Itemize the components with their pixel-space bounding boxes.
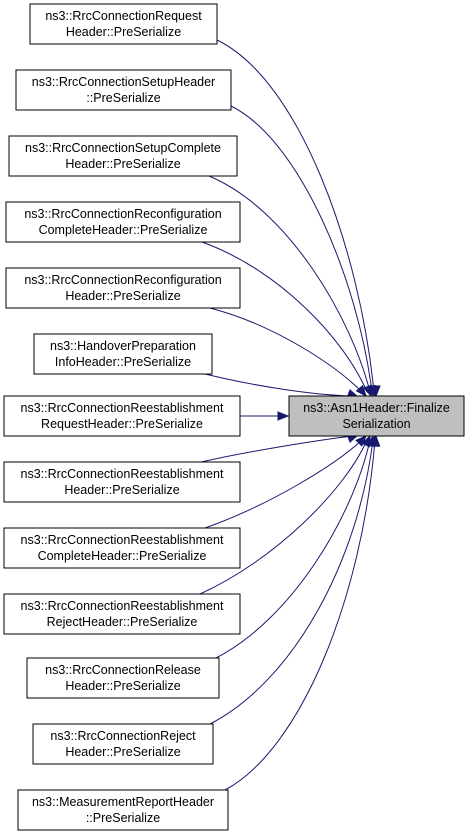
node-box: [32, 723, 214, 765]
call-edge-9: [199, 439, 368, 595]
call-edge-4: [209, 307, 363, 393]
node-measurementreportheader-preserialize[interactable]: ns3::MeasurementReportHeader ::PreSerial…: [17, 789, 229, 831]
arrowhead-4: [355, 384, 367, 398]
node-rrcconnectionreject-header-preserialize[interactable]: ns3::RrcConnectionReject Header::PreSeri…: [32, 723, 214, 765]
node-label-line-2: Header::PreSerialize: [66, 25, 181, 39]
node-label-line-1: ns3::RrcConnectionReestablishment: [21, 599, 224, 613]
node-box: [26, 657, 220, 699]
node-label-line-2: Header::PreSerialize: [65, 289, 180, 303]
node-label-line-2: CompleteHeader::PreSerialize: [38, 549, 207, 563]
call-edge-2: [208, 175, 371, 393]
node-box: [5, 267, 241, 309]
node-box: [3, 527, 241, 569]
node-label-line-1: ns3::RrcConnectionReestablishment: [21, 401, 224, 415]
node-label-line-1: ns3::MeasurementReportHeader: [32, 795, 214, 809]
arrowhead-6: [277, 411, 290, 421]
node-rrcconnectionrelease-header-preserialize[interactable]: ns3::RrcConnectionRelease Header::PreSer…: [26, 657, 220, 699]
call-edges: [199, 39, 381, 791]
call-edge-7: [200, 435, 353, 463]
node-label-line-1: ns3::Asn1Header::Finalize: [303, 401, 450, 415]
node-label-line-2: InfoHeader::PreSerialize: [55, 355, 191, 369]
node-label-line-1: ns3::RrcConnectionRelease: [45, 663, 201, 677]
node-rrcconnectionsetupcomplete-header-preserialize[interactable]: ns3::RrcConnectionSetupComplete Header::…: [8, 135, 238, 177]
arrowhead-8: [355, 435, 367, 447]
call-edge-11: [209, 439, 374, 725]
node-label-line-1: ns3::RrcConnectionSetupComplete: [25, 141, 221, 155]
node-label-line-1: ns3::RrcConnectionRequest: [45, 9, 202, 23]
node-label-line-1: ns3::HandoverPreparation: [50, 339, 196, 353]
node-label-line-2: RequestHeader::PreSerialize: [41, 417, 203, 431]
node-rrcconnectionreconfiguration-header-preserialize[interactable]: ns3::RrcConnectionReconfiguration Header…: [5, 267, 241, 309]
call-edge-0: [216, 39, 375, 393]
node-label-line-2: RejectHeader::PreSerialize: [47, 615, 198, 629]
node-label-line-1: ns3::RrcConnectionReject: [50, 729, 196, 743]
node-box: [29, 3, 218, 45]
call-edge-5: [204, 373, 353, 397]
node-label-line-2: Header::PreSerialize: [65, 745, 180, 759]
node-rrcconnectionreestablishment-header-preserialize[interactable]: ns3::RrcConnectionReestablishment Header…: [3, 461, 241, 503]
node-box: [3, 395, 241, 437]
call-edge-12: [224, 439, 376, 791]
node-label-line-2: Serialization: [342, 417, 410, 431]
node-label-line-1: ns3::RrcConnectionReestablishment: [21, 533, 224, 547]
node-rrcconnectionsetupheader-preserialize[interactable]: ns3::RrcConnectionSetupHeader ::PreSeria…: [15, 69, 232, 111]
node-rrcconnectionrequest-header-preserialize[interactable]: ns3::RrcConnectionRequest Header::PreSer…: [29, 3, 218, 45]
call-edge-10: [215, 439, 371, 659]
node-label-line-1: ns3::RrcConnectionSetupHeader: [32, 75, 215, 89]
node-label-line-1: ns3::RrcConnectionReestablishment: [21, 467, 224, 481]
node-label-line-1: ns3::RrcConnectionReconfiguration: [24, 207, 221, 221]
node-label-line-2: ::PreSerialize: [86, 91, 160, 105]
node-box: [8, 135, 238, 177]
node-label-line-2: Header::PreSerialize: [64, 483, 179, 497]
node-label-line-2: ::PreSerialize: [86, 811, 160, 825]
node-box: [15, 69, 232, 111]
call-edge-1: [230, 105, 373, 393]
node-box: [3, 461, 241, 503]
node-label-line-2: Header::PreSerialize: [65, 157, 180, 171]
node-box: [17, 789, 229, 831]
arrowhead-12: [370, 434, 381, 447]
node-rrcconnectionreestablishment-completeheader-preserialize[interactable]: ns3::RrcConnectionReestablishment Comple…: [3, 527, 241, 569]
node-asn1header-finalize-serialization[interactable]: ns3::Asn1Header::Finalize Serialization: [288, 395, 465, 437]
arrowhead-3: [362, 384, 372, 398]
node-box: [288, 395, 465, 437]
node-handoverpreparation-infoheader-preserialize[interactable]: ns3::HandoverPreparation InfoHeader::Pre…: [33, 333, 213, 375]
node-rrcconnectionreestablishment-requestheader-preserialize[interactable]: ns3::RrcConnectionReestablishment Reques…: [3, 395, 241, 437]
call-edge-8: [204, 439, 363, 529]
node-box: [5, 201, 241, 243]
node-label-line-1: ns3::RrcConnectionReconfiguration: [24, 273, 221, 287]
node-rrcconnectionreconfiguration-completeheader-preserialize[interactable]: ns3::RrcConnectionReconfiguration Comple…: [5, 201, 241, 243]
node-box: [33, 333, 213, 375]
node-label-line-2: CompleteHeader::PreSerialize: [39, 223, 208, 237]
node-box: [3, 593, 241, 635]
node-label-line-2: Header::PreSerialize: [65, 679, 180, 693]
node-rrcconnectionreestablishment-rejectheader-preserialize[interactable]: ns3::RrcConnectionReestablishment Reject…: [3, 593, 241, 635]
call-edge-3: [201, 241, 368, 393]
